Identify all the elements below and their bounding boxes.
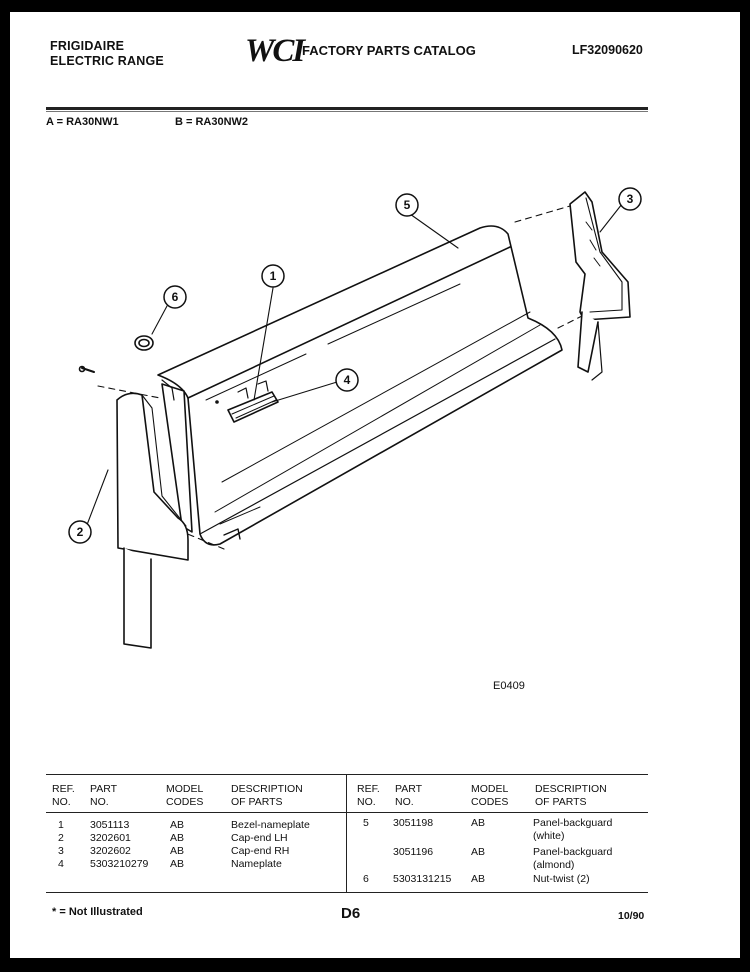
callout-6: 6 [163, 285, 187, 309]
row-part: 3202601 [90, 832, 131, 844]
callout-layer: 1 2 3 4 5 6 [68, 187, 642, 544]
row-codes: AB [471, 817, 486, 829]
nameplate [227, 380, 279, 423]
row-ref: 2 [58, 832, 64, 844]
row-desc: Cap-end LH [231, 832, 288, 844]
backguard-panel [157, 225, 563, 546]
svg-text:2: 2 [77, 525, 84, 539]
revision-date: 10/90 [618, 910, 645, 922]
twist-nut [134, 335, 154, 351]
header-model-left: MODEL CODES [166, 783, 204, 808]
callout-5: 5 [395, 193, 419, 217]
page-number: D6 [341, 905, 361, 922]
table-divider [346, 774, 347, 892]
row-part: 3051198 [393, 817, 434, 829]
row-part: 3051196 [393, 846, 434, 858]
row-desc: Cap-end RH [231, 845, 290, 857]
header-desc-right: DESCRIPTION OF PARTS [535, 783, 607, 808]
row-codes: AB [170, 832, 185, 844]
row-desc: Nameplate [231, 858, 282, 870]
row-ref: 4 [58, 858, 64, 870]
row-ref: 3 [58, 845, 64, 857]
brand-name: FRIGIDAIRE [50, 39, 125, 53]
svg-text:1: 1 [270, 269, 277, 283]
catalog-title: FACTORY PARTS CATALOG [302, 43, 476, 58]
header-desc-left: DESCRIPTION OF PARTS [231, 783, 303, 808]
row-codes: AB [471, 846, 486, 858]
catalog-page: FRIGIDAIRE ELECTRIC RANGE WCI FACTORY PA… [10, 12, 740, 958]
row-codes: AB [471, 873, 486, 885]
table-top-rule [46, 774, 648, 775]
end-cap-left [116, 392, 189, 649]
row-desc-detail: (almond) [533, 859, 575, 871]
row-desc-detail: (white) [533, 830, 565, 842]
svg-text:4: 4 [344, 373, 351, 387]
row-part: 5303131215 [393, 873, 452, 885]
figure-code: E0409 [493, 680, 525, 692]
header-rule-thin [46, 111, 648, 112]
row-ref: 1 [58, 819, 64, 831]
row-desc: Panel-backguard [533, 846, 613, 858]
svg-text:5: 5 [404, 198, 411, 212]
header-ref-right: REF. NO. [357, 783, 380, 808]
header-model-right: MODEL CODES [471, 783, 509, 808]
header-part-right: PART NO. [395, 783, 423, 808]
row-codes: AB [170, 845, 185, 857]
end-cap-right [569, 191, 631, 381]
screw [78, 365, 95, 373]
not-illustrated-note: * = Not Illustrated [52, 906, 143, 918]
row-codes: AB [170, 819, 185, 831]
svg-text:3: 3 [627, 192, 634, 206]
product-name: ELECTRIC RANGE [50, 54, 164, 68]
row-codes: AB [170, 858, 185, 870]
callout-1: 1 [261, 264, 285, 288]
header-rule [46, 107, 648, 110]
row-desc: Panel-backguard [533, 817, 613, 829]
row-part: 3202602 [90, 845, 131, 857]
row-ref: 6 [363, 873, 369, 885]
model-a-code: A = RA30NW1 [46, 116, 119, 128]
callout-4: 4 [335, 368, 359, 392]
svg-text:6: 6 [172, 290, 179, 304]
table-header-rule [46, 812, 648, 813]
catalog-number: LF32090620 [572, 43, 643, 57]
callout-3: 3 [618, 187, 642, 211]
exploded-parts-drawing [78, 191, 631, 649]
callout-2: 2 [68, 520, 92, 544]
header-part-left: PART NO. [90, 783, 118, 808]
row-part: 3051113 [90, 819, 130, 831]
model-b-code: B = RA30NW2 [175, 116, 249, 128]
wci-logo: WCI [245, 33, 305, 69]
brand-block: FRIGIDAIRE ELECTRIC RANGE [50, 39, 164, 69]
row-part: 5303210279 [90, 858, 149, 870]
table-bottom-rule [46, 892, 648, 893]
header-ref-left: REF. NO. [52, 783, 75, 808]
row-ref: 5 [363, 817, 369, 829]
row-desc: Nut-twist (2) [533, 873, 590, 885]
row-desc: Bezel-nameplate [231, 819, 310, 831]
